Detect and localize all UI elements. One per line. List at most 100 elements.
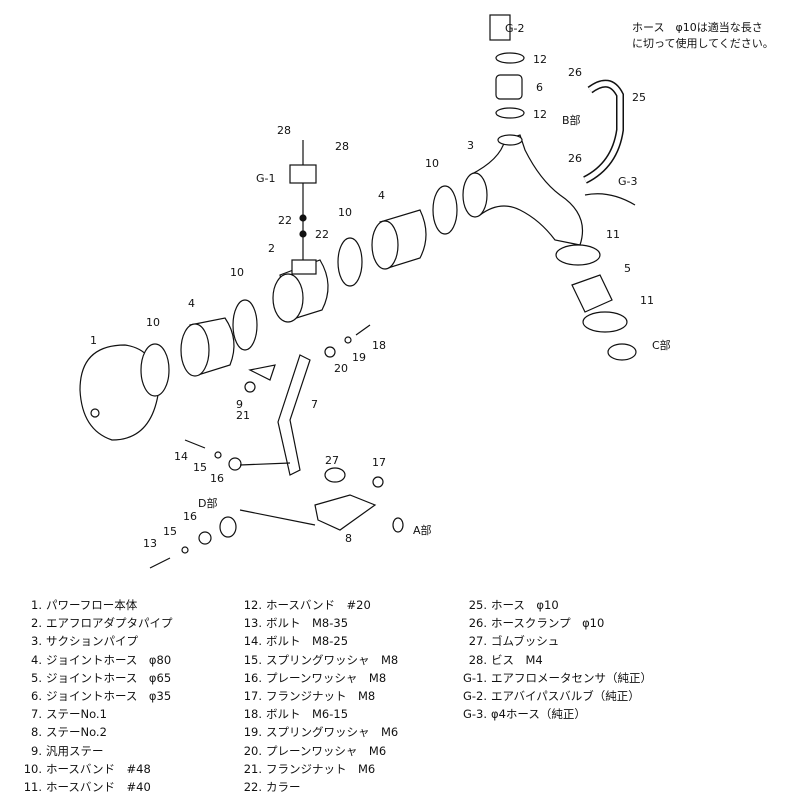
parts-list-item: 6.ジョイントホース φ35 (10, 687, 173, 705)
part-name: エアフロアダプタパイプ (46, 616, 173, 631)
part-name: ホース φ10 (491, 598, 559, 612)
callout-16: 16 (210, 472, 224, 485)
hose-band-10 (140, 343, 170, 397)
part-number: 17. (243, 689, 262, 704)
hose-25-inner (583, 81, 623, 183)
parts-list-item: 7.ステーNo.1 (10, 705, 173, 723)
parts-list-item: 11. ホースバンド #40 (10, 778, 173, 796)
parts-list-item: 16.プレーンワッシャ M8 (230, 669, 398, 687)
parts-list-item: 17.フランジナット M8 (230, 687, 398, 705)
part-name: ボルト M8-35 (266, 616, 349, 631)
callout-18: 18 (372, 339, 386, 352)
joint-hose-6 (495, 74, 523, 100)
hose-band-10 (337, 237, 363, 287)
parts-list-item: G-1.エアフロメータセンサ（純正） (455, 669, 652, 687)
parts-list-item: 14.ボルト M8-25 (230, 632, 398, 650)
part-number: 4. (31, 652, 42, 667)
callout-20: 20 (334, 362, 348, 375)
callout-7: 7 (311, 398, 318, 411)
filter-hole (90, 408, 100, 418)
part-name: φ4ホース（純正） (491, 707, 586, 722)
callout-21: 21 (236, 409, 250, 422)
callout-16: 16 (183, 510, 197, 523)
callout-10: 10 (230, 266, 244, 279)
parts-list-item: 2.エアフロアダプタパイプ (10, 614, 173, 632)
part-name: ボルト M6-15 (266, 707, 349, 722)
collar-22 (299, 214, 307, 222)
hose-band-12 (495, 52, 525, 64)
washer-19 (344, 336, 352, 344)
parts-list-item: 27.ゴムブッシュ (455, 632, 652, 650)
callout-27: 27 (325, 454, 339, 467)
part-number: 1. (31, 598, 42, 612)
callout-10: 10 (425, 157, 439, 170)
callout-d-part: D部 (198, 496, 217, 510)
callout-6: 6 (536, 81, 543, 94)
callout-5: 5 (624, 262, 631, 275)
parts-list-item: 19.スプリングワッシャ M6 (230, 723, 399, 741)
callout-14: 14 (174, 450, 188, 463)
part-name: エアフロメータセンサ（純正） (491, 670, 652, 685)
air-flow-meter-sensor (289, 164, 317, 184)
parts-list-item: 10.ホースバンド #48 (10, 760, 173, 778)
part-name: ホースバンド #40 (46, 780, 151, 795)
callout-28: 28 (277, 124, 291, 137)
parts-list-item: G-3.φ4ホース（純正） (455, 705, 652, 723)
bolt-14 (184, 439, 206, 449)
c-part-ring (607, 343, 637, 361)
part-number: 5. (31, 670, 42, 685)
part-number: 6. (31, 689, 42, 704)
part-name: ホースクランプ φ10 (491, 616, 605, 631)
callout-2: 2 (268, 242, 275, 255)
part-name: エアバイパスバルブ（純正） (491, 689, 640, 704)
parts-list-item: 3. サクションパイプ (10, 632, 173, 650)
bolt-18 (355, 324, 371, 336)
callout-17: 17 (372, 456, 386, 469)
part-number: 22. (243, 780, 262, 795)
parts-list-item: 21.フランジナット M6 (230, 760, 398, 778)
part-name: ジョイントホース φ80 (46, 652, 172, 667)
suction-pipe-top (497, 134, 523, 146)
part-name: 汎用ステー (46, 743, 104, 758)
leader-line (239, 462, 291, 466)
parts-list-item: 8.ステーNo.2 (10, 723, 173, 741)
collar-22 (299, 230, 307, 238)
part-number: 20. (243, 743, 262, 758)
exploded-view-drawing: G-2 12 6 12 26 25 B部 3 26 G-3 10 11 5 11… (79, 14, 671, 569)
hose-4-end (371, 220, 399, 270)
callout-11: 11 (640, 294, 654, 307)
parts-list-item: 5. ジョイントホース φ65 (10, 669, 173, 687)
part-name: ステーNo.2 (46, 725, 107, 740)
part-number: 15. (243, 652, 262, 667)
part-name: ステーNo.1 (46, 707, 107, 722)
part-name: ジョイントホース φ65 (46, 670, 172, 685)
callout-12: 12 (533, 53, 547, 66)
suction-pipe-end (462, 172, 488, 218)
callout-4: 4 (188, 297, 195, 310)
part-number: 11. (23, 780, 42, 795)
hose-band-11 (555, 244, 601, 266)
sensor-flange (291, 259, 317, 275)
nut-17 (372, 476, 384, 488)
part-name: パワーフロー本体 (46, 598, 138, 612)
washer-16 (228, 457, 242, 471)
parts-list-item: 22.カラー (230, 778, 398, 796)
callout-19: 19 (352, 351, 366, 364)
callout-a-part: A部 (413, 523, 432, 537)
d-part-bush (219, 516, 237, 538)
nut-21 (244, 381, 256, 393)
stay-no1 (277, 354, 311, 476)
callout-10: 10 (146, 316, 160, 329)
washer-16 (198, 531, 212, 545)
washer-15 (181, 546, 189, 554)
hose-band-11 (582, 311, 628, 333)
callout-26: 26 (568, 66, 582, 79)
air-bypass-valve (489, 14, 511, 41)
part-name: サクションパイプ (46, 634, 138, 649)
part-number: 3. (31, 634, 42, 649)
part-name: ビス M4 (491, 652, 543, 667)
parts-list-item: G-2.エアバイパスバルブ（純正） (455, 687, 652, 705)
parts-list-item: 12.ホースバンド #20 (230, 596, 398, 614)
